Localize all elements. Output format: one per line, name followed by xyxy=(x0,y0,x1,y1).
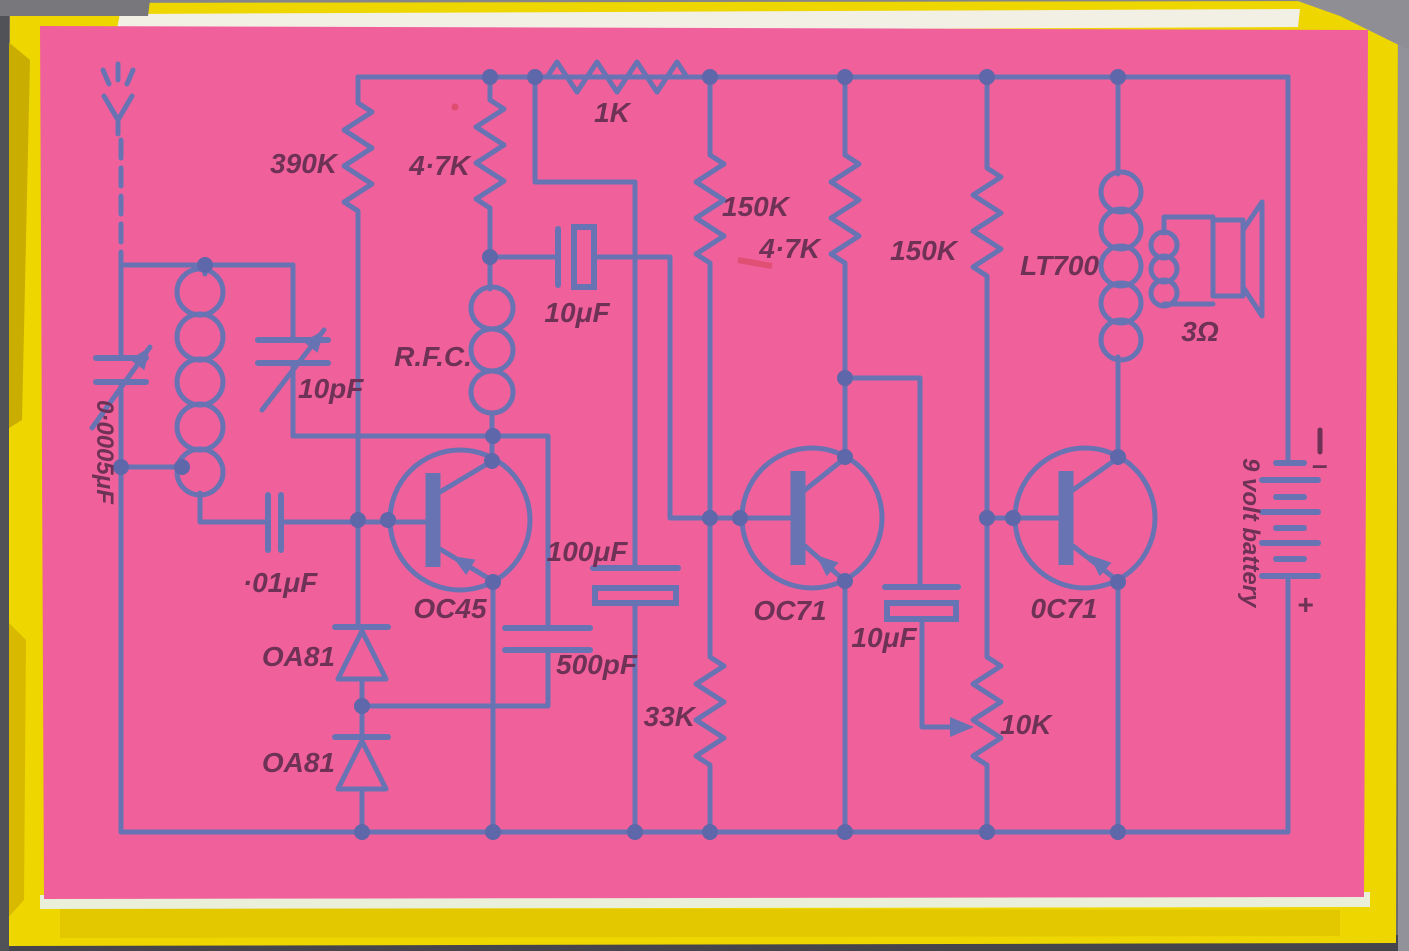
rfc-coil xyxy=(468,254,516,439)
oc71a-collector xyxy=(802,455,848,493)
tuning-coil xyxy=(174,262,271,525)
cover-shade-bottom xyxy=(60,908,1340,938)
component-labels: 390K 4·7K 1K 150K 4·7K 150K LT700 3Ω 0·0… xyxy=(91,97,1328,778)
photo-corner-top-right xyxy=(1295,0,1409,50)
coil-stub-bottom xyxy=(197,490,271,525)
label-10uf-first: 10μF xyxy=(544,297,610,328)
speaker-icon xyxy=(1210,199,1265,319)
wires-secondary-to-speaker xyxy=(1161,214,1216,307)
label-battery-minus: – xyxy=(1312,449,1328,480)
capacitor-10uf-first xyxy=(487,224,713,521)
antenna-y xyxy=(101,93,135,137)
resistor-390k xyxy=(341,74,375,630)
label-100uf: 100μF xyxy=(547,536,629,567)
cover-shade-left2 xyxy=(6,620,26,920)
label-speaker-impedance: 3Ω xyxy=(1181,316,1219,347)
transformer-lt700 xyxy=(1098,74,1216,461)
wiper-arrowhead xyxy=(950,717,974,737)
label-oc71-first: OC71 xyxy=(753,595,826,626)
speaker-cone xyxy=(1240,199,1265,319)
oc71a-emitter-arrowhead xyxy=(816,555,839,577)
cover-shade-left xyxy=(6,40,30,430)
capacitor-10uf-second xyxy=(842,375,974,737)
photo-corner-top-left xyxy=(0,0,150,16)
variable-capacitor-0005 xyxy=(89,249,153,835)
label-150k-second: 150K xyxy=(890,235,959,266)
page-edge-top xyxy=(116,9,1300,33)
resistor-150k-first xyxy=(693,74,727,523)
label-tuning-cap: 0·0005μF xyxy=(91,400,118,505)
capacitor-500pf xyxy=(359,625,593,709)
resistor-4k7-first xyxy=(473,74,507,260)
battery-plates-long xyxy=(1259,477,1321,579)
battery-9v xyxy=(1259,427,1323,579)
label-oa81-first: OA81 xyxy=(262,641,335,672)
label-10uf-second: 10μF xyxy=(851,622,917,653)
junction-dots xyxy=(113,69,1126,840)
wire-500pf-to-diodes xyxy=(359,647,551,709)
wire-collector-to-cap xyxy=(842,375,923,588)
wire-cap-to-wiper xyxy=(919,616,959,730)
oc71b-emitter-arrowhead xyxy=(1089,555,1112,577)
label-4k7-first: 4·7K xyxy=(408,150,471,181)
tuning-cap-arrowhead xyxy=(129,347,150,371)
resistor-33k xyxy=(693,517,727,835)
resistor-150k-second-and-10k-pot xyxy=(970,74,1004,835)
wire-1k-drop xyxy=(532,74,638,571)
antenna-icon xyxy=(100,61,136,245)
photo-edge-right xyxy=(1398,0,1409,951)
label-33k: 33K xyxy=(644,701,697,732)
label-battery: 9 volt battery xyxy=(1237,458,1264,609)
wire-feedback xyxy=(290,433,551,631)
label-lt700: LT700 xyxy=(1020,250,1099,281)
label-oa81-second: OA81 xyxy=(262,747,335,778)
resistor-4k7-second xyxy=(828,74,862,461)
label-10pf: 10pF xyxy=(298,373,364,404)
label-500pf: 500pF xyxy=(556,649,638,680)
red-speck xyxy=(451,103,459,111)
label-150k-first: 150K xyxy=(722,191,791,222)
pink-page xyxy=(40,26,1368,899)
wire-10uf-to-base xyxy=(591,254,713,521)
label-rfc: R.F.C. xyxy=(394,341,472,372)
battery-plates-short xyxy=(1273,460,1307,562)
label-oc71-second: 0C71 xyxy=(1031,593,1098,624)
oc45-emitter-arrowhead xyxy=(452,556,476,576)
label-oc45: OC45 xyxy=(413,593,487,624)
label-1k: 1K xyxy=(594,97,632,128)
photo-edge-left xyxy=(0,0,9,951)
trimmer-capacitor-10pf xyxy=(255,262,331,439)
label-10k: 10K xyxy=(1000,709,1053,740)
capacitor-100uf xyxy=(590,565,681,835)
resistor-1k xyxy=(544,59,690,95)
label-4k7-second: 4·7K xyxy=(758,233,821,264)
antenna-rays xyxy=(100,61,136,87)
label-01uf: ·01μF xyxy=(243,567,318,598)
label-390k: 390K xyxy=(270,148,339,179)
label-battery-plus: + xyxy=(1297,589,1313,620)
trimmer-arrowhead xyxy=(303,330,324,353)
red-smudge xyxy=(737,257,773,269)
speaker-magnet xyxy=(1210,217,1246,299)
